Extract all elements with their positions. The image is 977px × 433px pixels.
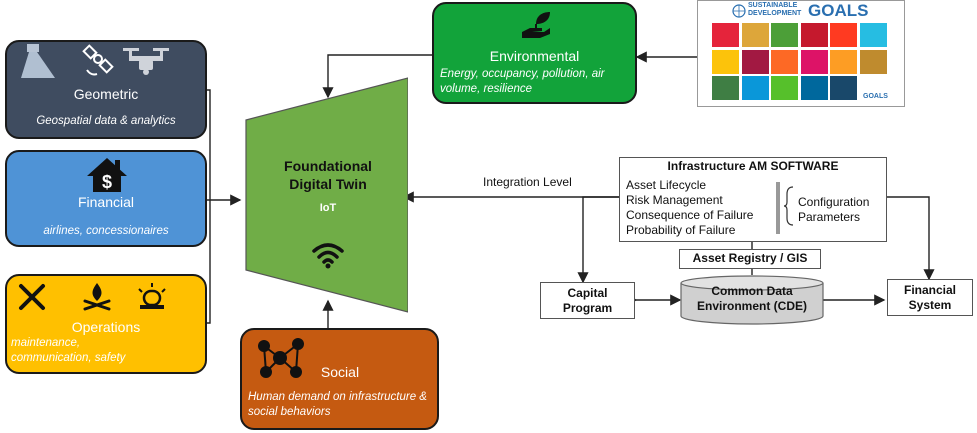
sdg-goal-tile xyxy=(741,49,769,74)
operations-subtitle: maintenance, communication, safety xyxy=(11,337,126,364)
am-software-item: Probability of Failure xyxy=(626,223,736,237)
am-software-item: Consequence of Failure xyxy=(626,208,754,222)
sdg-goal-tile xyxy=(859,23,887,47)
drone-icon xyxy=(123,48,169,75)
sdg-goal-tile xyxy=(712,76,739,100)
social-subtitle: Human demand on infrastructure & social … xyxy=(248,391,427,418)
sdg-goal-tile xyxy=(800,49,828,74)
alarm-light-icon xyxy=(138,283,166,309)
environmental-connector xyxy=(322,54,432,99)
un-emblem-icon xyxy=(732,4,746,18)
satellite-icon xyxy=(82,44,114,76)
config-line2: Parameters xyxy=(798,210,861,224)
operations-title: Operations xyxy=(71,319,141,335)
cde-line2: Environment (CDE) xyxy=(696,299,807,313)
lidar-scanner-icon xyxy=(21,44,55,78)
sdg-goal-tile xyxy=(830,49,857,74)
geometric-subtitle: Geospatial data & analytics xyxy=(36,115,176,127)
environmental-box: Environmental Energy, occupancy, polluti… xyxy=(432,2,637,104)
fin-system-line2: System xyxy=(908,298,952,312)
twin-title-line2: Digital Twin xyxy=(289,176,367,192)
config-brace-icon xyxy=(784,186,794,226)
config-line1: Configuration xyxy=(798,195,870,209)
sdg-goal-tile xyxy=(741,76,769,100)
wifi-icon xyxy=(312,243,344,269)
fin-system-line1: Financial xyxy=(903,283,956,297)
sdg-goal-tile xyxy=(800,23,828,47)
am-software-item: Asset Lifecycle xyxy=(626,178,707,192)
geometric-connector xyxy=(207,89,211,200)
am-financial-connector xyxy=(887,196,935,281)
social-network-icon xyxy=(258,338,304,378)
sdg-goal-tile xyxy=(741,23,769,47)
sdg-goal-tile xyxy=(771,23,798,47)
twin-title-line1: Foundational xyxy=(284,158,372,174)
sdg-goals-panel: SUSTAINABLE DEVELOPMENT GOALS GOALS xyxy=(697,0,905,107)
financial-subtitle: airlines, concessionaires xyxy=(43,225,169,237)
am-software-box: Infrastructure AM SOFTWARE Asset Lifecyc… xyxy=(619,157,887,242)
capital-program-box: Capital Program xyxy=(540,282,635,319)
sdg-header-word: SUSTAINABLE DEVELOPMENT xyxy=(748,2,802,17)
operations-box: Operations maintenance, communication, s… xyxy=(5,274,207,374)
financial-system-box: Financial System xyxy=(887,279,973,316)
asset-registry-label: Asset Registry / GIS xyxy=(692,251,808,265)
sdg-tile-grid xyxy=(712,23,888,103)
geometric-box: Geometric Geospatial data & analytics xyxy=(5,40,207,139)
sdg-goal-tile xyxy=(712,49,739,74)
config-divider xyxy=(776,182,780,234)
cde-cylinder-shape xyxy=(680,275,824,325)
geometric-title: Geometric xyxy=(73,86,139,102)
house-dollar-icon: $ xyxy=(87,158,127,192)
campfire-icon xyxy=(83,283,111,311)
svg-text:$: $ xyxy=(102,172,112,192)
sdg-goal-tile xyxy=(800,76,828,100)
capital-line1: Capital xyxy=(567,286,608,300)
capital-line2: Program xyxy=(562,301,613,315)
cde-line1: Common Data xyxy=(711,284,793,298)
financial-box: $ Financial airlines, concessionaires xyxy=(5,150,207,247)
financial-title: Financial xyxy=(77,194,135,210)
sdg-goal-tile xyxy=(771,49,798,74)
plant-hand-icon xyxy=(522,12,550,38)
operations-connector xyxy=(207,200,211,324)
environmental-title: Environmental xyxy=(489,48,580,64)
digital-twin-shape xyxy=(245,77,408,313)
sdg-goal-tile xyxy=(859,49,887,74)
twin-subtitle: IoT xyxy=(319,202,337,214)
sdg-goal-tile xyxy=(771,76,798,100)
am-software-title: Infrastructure AM SOFTWARE xyxy=(667,159,839,173)
sdg-goal-tile xyxy=(830,76,857,100)
asset-registry-box: Asset Registry / GIS xyxy=(679,249,821,269)
am-capital-connector xyxy=(577,196,622,284)
sdg-goal-tile xyxy=(712,23,739,47)
social-title: Social xyxy=(320,364,360,380)
environmental-subtitle: Energy, occupancy, pollution, air volume… xyxy=(440,68,605,95)
sdg-footer-word: GOALS xyxy=(863,93,888,100)
sdg-goals-word: GOALS xyxy=(808,1,869,20)
integration-level-label: Integration Level xyxy=(483,175,572,189)
am-software-item: Risk Management xyxy=(626,193,723,207)
sdg-goal-tile xyxy=(830,23,857,47)
tools-icon xyxy=(19,284,45,310)
social-box: Social Human demand on infrastructure & … xyxy=(240,328,439,430)
